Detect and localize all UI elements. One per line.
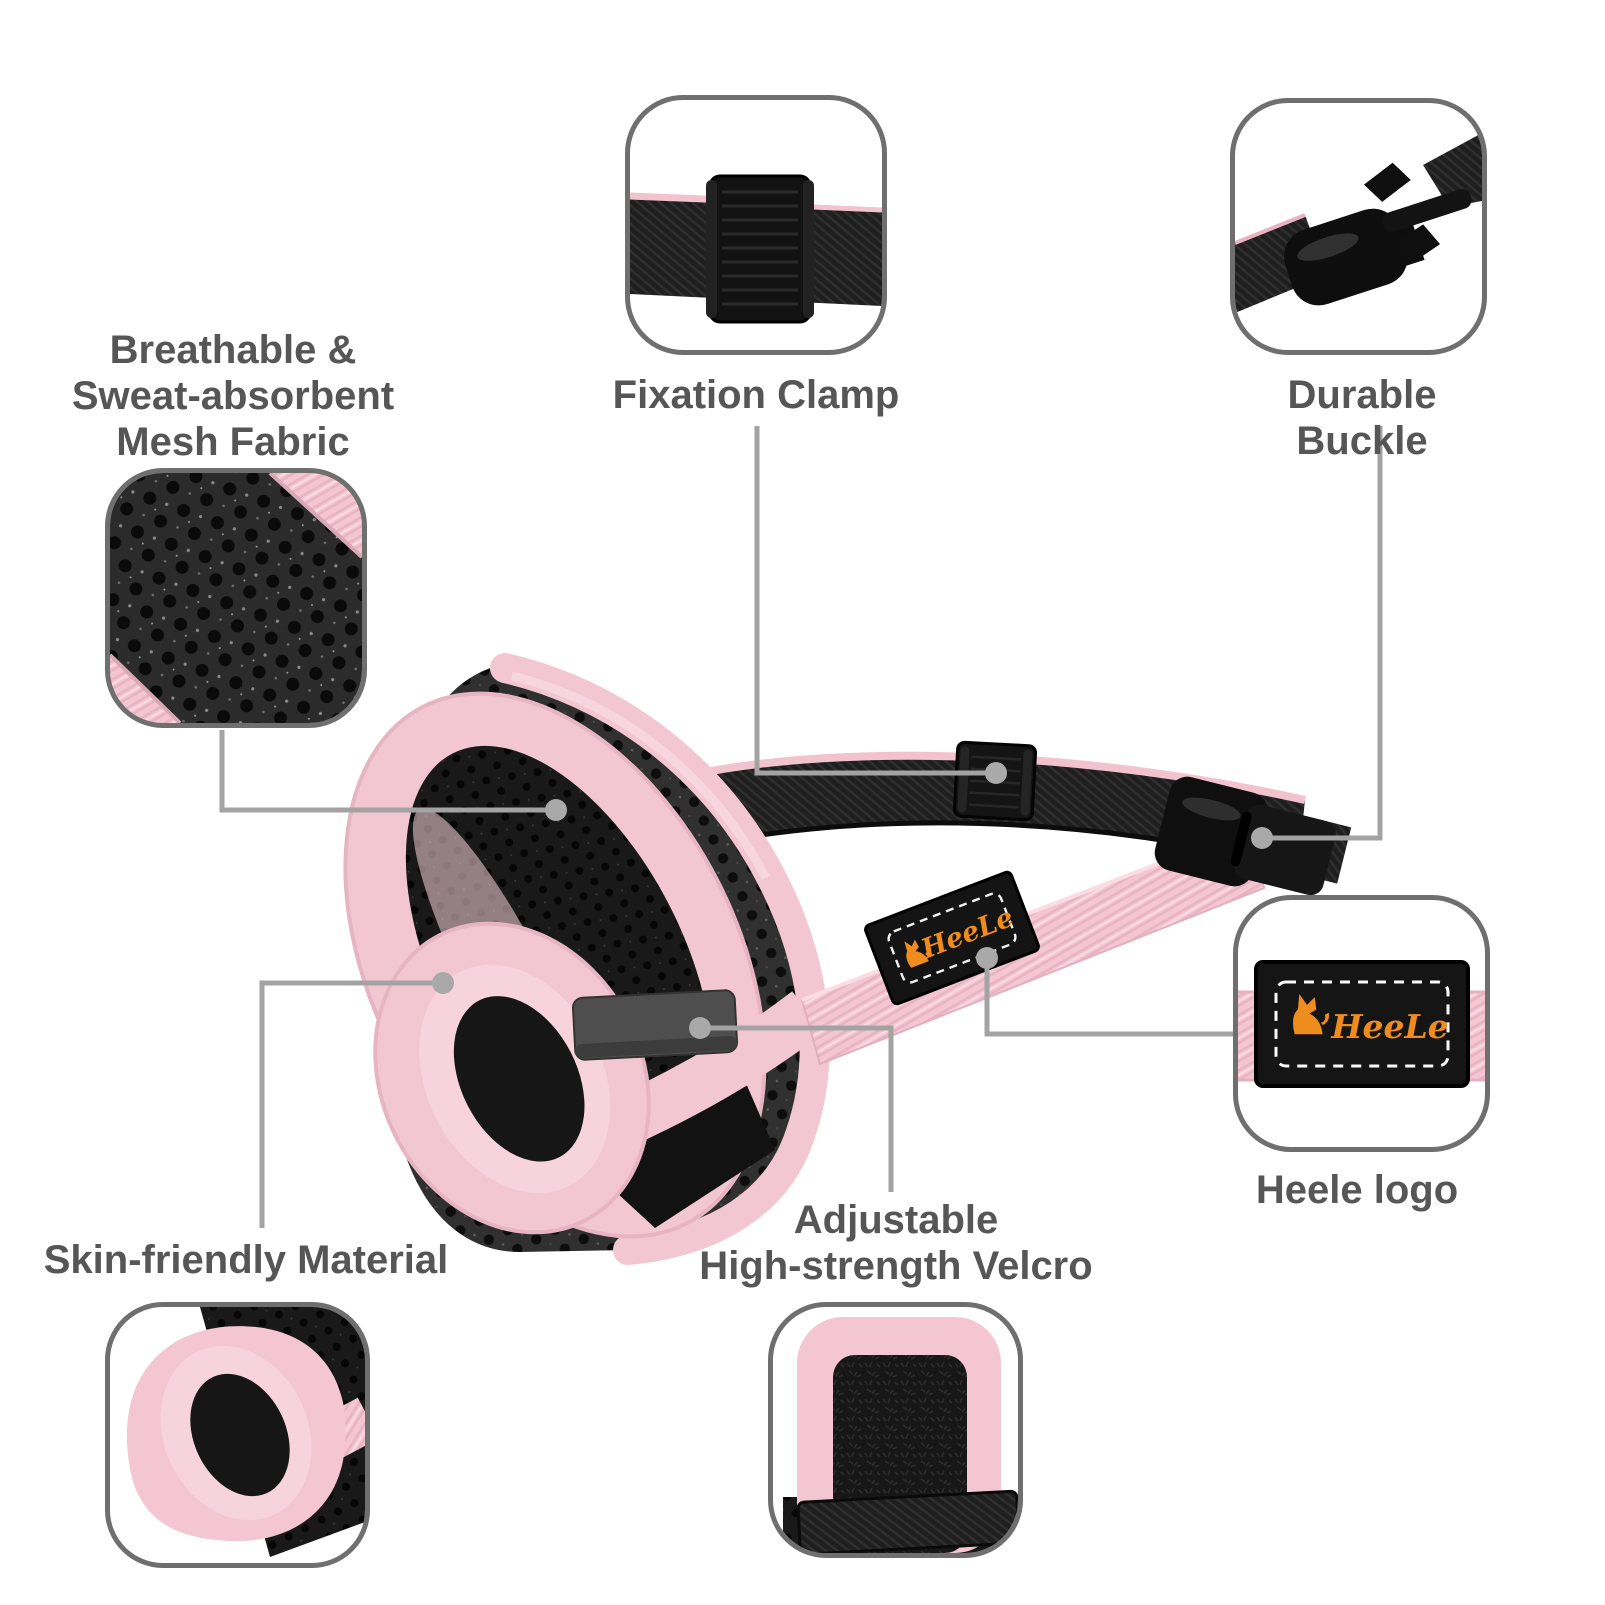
side-release-buckle (1154, 776, 1352, 896)
heele-label-on-strap: HeeLe (864, 870, 1040, 1006)
pink-binding-edge (490, 653, 830, 1265)
inset-velcro (768, 1302, 1023, 1558)
leader-velcro (700, 1025, 894, 1192)
label-heele-logo: Heele logo (1255, 1168, 1459, 1212)
inset-heele-logo: HeeLe (1233, 895, 1490, 1152)
heele-brand-text: HeeLe (1330, 1007, 1448, 1046)
leader-skin-friendly (259, 980, 443, 1228)
inset-fixation-clamp (625, 95, 887, 355)
label-velcro: Adjustable High-strength Velcro (699, 1198, 1093, 1288)
label-mesh-fabric: Breathable & Sweat-absorbent Mesh Fabric (71, 328, 395, 464)
leader-durable-buckle (1262, 426, 1383, 841)
inset-skin-friendly (105, 1302, 370, 1568)
leader-dots (432, 762, 1273, 1039)
leader-fixation-clamp (754, 426, 996, 776)
leader-mesh-fabric (219, 730, 556, 813)
leader-heele-logo (984, 958, 1233, 1037)
label-skin-friendly: Skin-friendly Material (43, 1238, 449, 1282)
inset-mesh-fabric (105, 468, 367, 728)
leader-lines (219, 426, 1383, 1228)
velcro-holder-plastic (571, 989, 739, 1061)
label-durable-buckle: Durable Buckle (1287, 373, 1437, 463)
label-fixation-clamp: Fixation Clamp (612, 373, 900, 417)
inset-durable-buckle (1230, 98, 1487, 355)
